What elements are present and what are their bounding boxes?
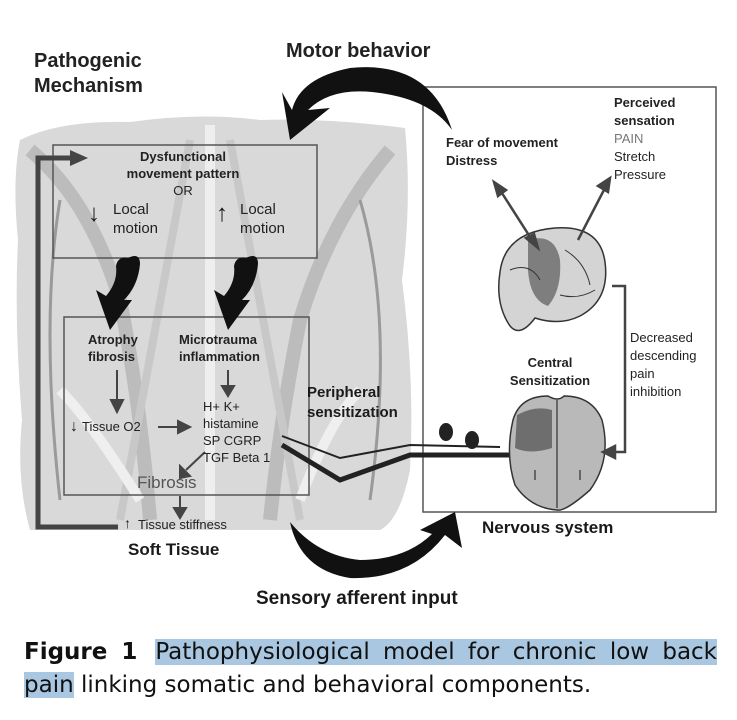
diagram-canvas	[15, 67, 717, 579]
soft-tissue-label: Soft Tissue	[128, 540, 220, 559]
local-motion-left-line1: Local	[113, 201, 149, 218]
increased-arrow-icon: ↑	[216, 200, 228, 227]
increased-stiffness-arrow-icon: ↑	[124, 515, 131, 531]
mediator-1: H+ K+	[203, 399, 240, 414]
descending-line1: Decreased	[630, 330, 693, 345]
sensory-afferent-arrow	[290, 512, 462, 579]
descending-line3: pain	[630, 366, 655, 381]
tissue-stiffness-label: Tissue stiffness	[138, 517, 227, 532]
decreased-o2-arrow-icon: ↓	[70, 418, 78, 435]
figure-label: Figure 1	[24, 639, 138, 665]
feedback-loop-arrow	[35, 150, 118, 530]
microtrauma-line1: Microtrauma	[179, 332, 258, 347]
motor-behavior-arrow	[282, 67, 452, 140]
movement-title-line1: Dysfunctional	[140, 149, 226, 164]
descending-line2: descending	[630, 348, 697, 363]
fear-line2: Distress	[446, 153, 498, 168]
mediator-2: histamine	[203, 416, 259, 431]
peripheral-line2: sensitization	[307, 404, 398, 421]
mediator-3: SP CGRP	[203, 433, 262, 448]
mediator-4: TGF Beta 1	[203, 450, 271, 465]
descending-line4: inhibition	[630, 384, 682, 399]
curved-arrow-right	[214, 256, 258, 330]
pathogenic-heading-line2: Mechanism	[34, 75, 143, 97]
sensory-afferent-label: Sensory afferent input	[256, 588, 458, 609]
local-motion-right-line1: Local	[240, 201, 276, 218]
sensation-stretch: Stretch	[614, 149, 656, 164]
afferent-nerve-fibers	[280, 423, 510, 483]
local-motion-right-line2: motion	[240, 220, 286, 237]
nervous-system-label: Nervous system	[482, 518, 614, 537]
perceived-line1: Perceived	[614, 95, 676, 110]
inner-arrows	[109, 370, 236, 520]
tissue-box	[63, 316, 310, 496]
atrophy-line1: Atrophy	[88, 332, 138, 347]
tissue-o2-label: Tissue O2	[82, 419, 141, 434]
central-line2: Sensitization	[509, 373, 591, 388]
movement-box	[52, 144, 318, 259]
perceived-line2: sensation	[614, 113, 675, 128]
movement-title-line2: movement pattern	[126, 166, 240, 181]
atrophy-line2: fibrosis	[88, 349, 135, 364]
curved-arrow-left	[96, 256, 140, 330]
peripheral-line1: Peripheral	[307, 384, 381, 401]
movement-or: OR	[173, 183, 193, 198]
central-line1: Central	[527, 355, 573, 370]
local-motion-left-line2: motion	[113, 220, 159, 237]
nervous-box-arrows	[491, 175, 627, 461]
sensation-pressure: Pressure	[614, 167, 667, 182]
caption-text: linking somatic and behavioral component…	[73, 672, 592, 698]
brain-illustration	[498, 227, 607, 332]
decreased-arrow-icon: ↓	[88, 200, 100, 227]
spinal-cord-illustration	[508, 395, 606, 511]
microtrauma-line2: inflammation	[179, 349, 260, 364]
fibrosis-label: Fibrosis	[137, 473, 197, 492]
sensation-pain: PAIN	[614, 131, 644, 146]
motor-behavior-label: Motor behavior	[286, 40, 431, 62]
fear-line1: Fear of movement	[446, 135, 558, 150]
pathogenic-heading-line1: Pathogenic	[34, 50, 142, 72]
